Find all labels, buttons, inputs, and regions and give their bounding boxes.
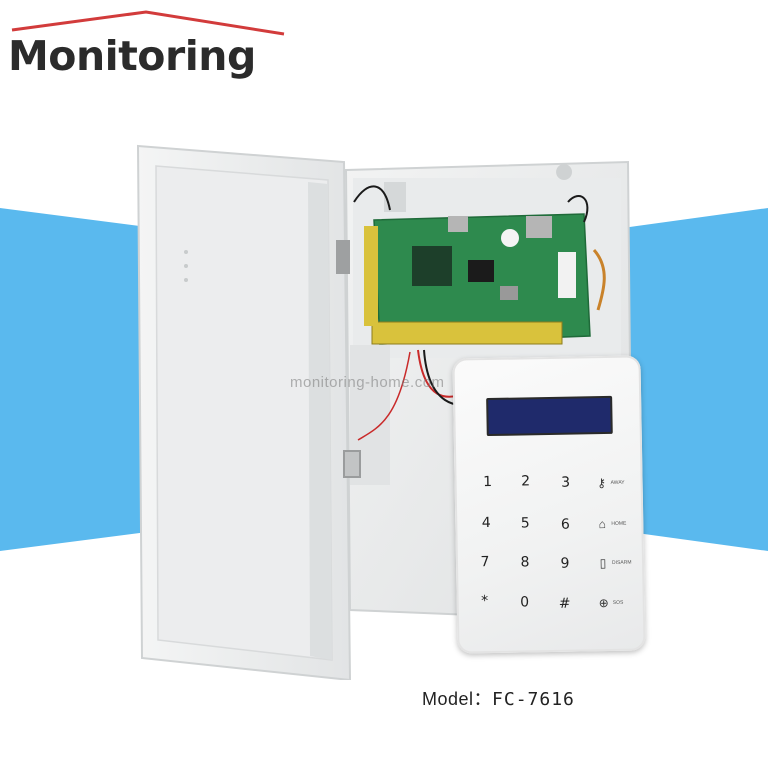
disarm-icon: ▯	[599, 556, 607, 571]
key-6[interactable]: 6	[560, 516, 570, 533]
key-9[interactable]: 9	[560, 555, 570, 572]
away-button[interactable]: ⚷ AWAY	[595, 476, 625, 491]
disarm-label: DISARM	[611, 559, 632, 566]
brand-logo: Monitoring	[6, 10, 291, 80]
watermark-text: monitoring-home.com	[290, 374, 445, 391]
key-7[interactable]: 7	[480, 554, 490, 571]
key-star[interactable]: *	[481, 593, 489, 610]
circuit-board	[364, 213, 591, 345]
enclosure-lid	[136, 144, 352, 680]
key-2[interactable]: 2	[520, 473, 531, 490]
away-label: AWAY	[610, 479, 625, 486]
key-4[interactable]: 4	[481, 515, 491, 532]
model-label: Model：	[422, 689, 493, 709]
home-icon: ⌂	[598, 517, 607, 532]
hinge-top	[336, 240, 350, 274]
sos-icon: ⊕	[598, 595, 609, 611]
key-hash[interactable]: #	[558, 595, 571, 612]
key-3[interactable]: 3	[561, 474, 571, 491]
brand-name: Monitoring	[8, 32, 256, 80]
roof-icon	[11, 10, 285, 36]
model-number: FC-7616	[492, 689, 575, 710]
key-5[interactable]: 5	[520, 515, 530, 532]
disarm-button[interactable]: ▯ DISARM	[596, 556, 632, 571]
blue-background-band-right	[618, 208, 768, 551]
sos-button[interactable]: ⊕ SOS	[597, 596, 624, 610]
model-caption: Model：FC-7616	[422, 685, 575, 711]
home-button[interactable]: ⌂ HOME	[595, 517, 627, 532]
home-label: HOME	[611, 520, 627, 527]
key-icon: ⚷	[597, 476, 607, 491]
key-1[interactable]: 1	[482, 473, 493, 491]
lcd-display	[486, 395, 613, 437]
sos-label: SOS	[612, 599, 624, 606]
key-0[interactable]: 0	[520, 594, 530, 611]
key-8[interactable]: 8	[520, 554, 530, 571]
blue-background-band-left	[0, 208, 160, 551]
touch-keypad: 1 2 3 4 5 6 7 8 9 * 0 # ⚷ AWAY ⌂ HOME ▯ …	[452, 355, 646, 654]
